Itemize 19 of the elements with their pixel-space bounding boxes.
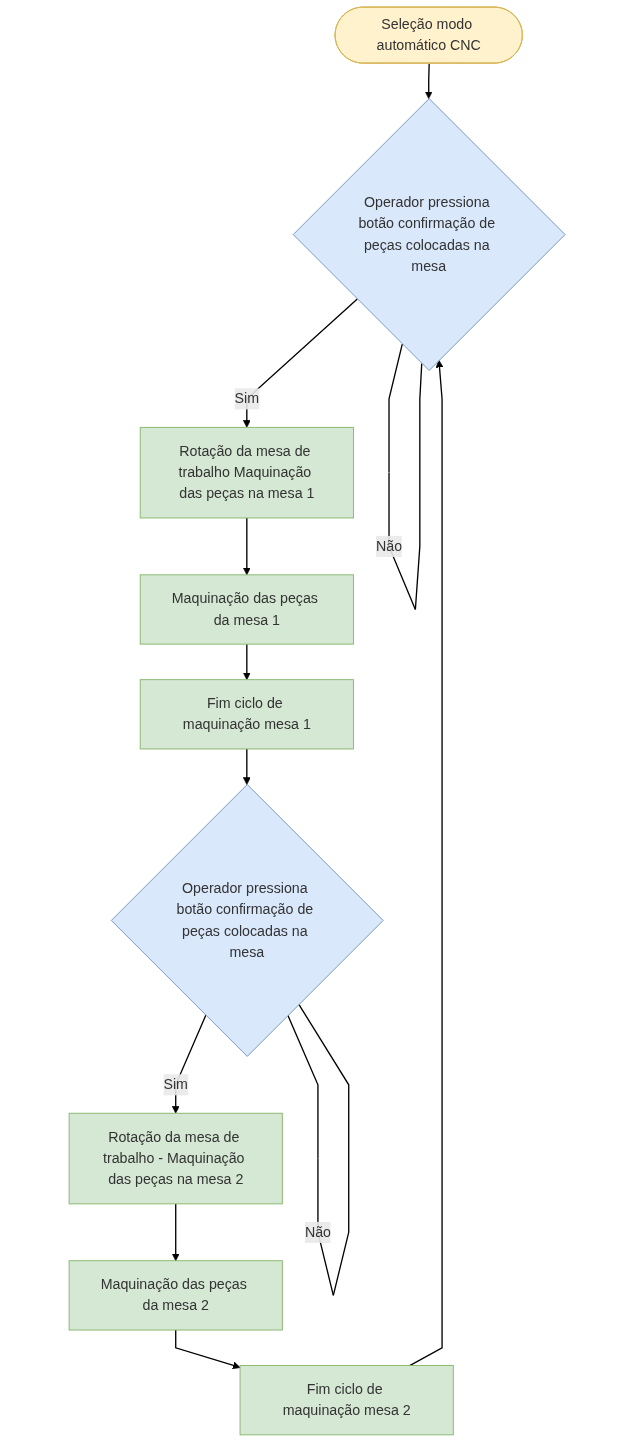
arrow (174, 1329, 241, 1370)
arrow (408, 359, 444, 1367)
node-box: Fim ciclo de maquinação mesa 2 (239, 1365, 454, 1436)
edge-label: Não (375, 538, 402, 554)
node-box: Fim ciclo de maquinação mesa 1 (139, 679, 354, 750)
edge-label: Não (304, 1224, 331, 1240)
node-diamond: Operador pressiona botão confirmação de peças colocadas na mesa (292, 98, 566, 371)
arrow (242, 643, 251, 681)
edge-label: Sim (234, 390, 259, 407)
node-box: Rotação da mesa de trabalho Maquinação das peças na mesa 1 (139, 426, 354, 519)
arrow (424, 62, 433, 99)
node-box: Maquinação das peças da mesa 2 (68, 1260, 283, 1331)
node-box: Maquinação das peças da mesa 1 (139, 574, 354, 645)
node-box: Rotação da mesa de trabalho - Maquinação das peças na mesa 2 (68, 1112, 283, 1205)
node-diamond: Operador pressiona botão confirmação de peças colocadas na mesa (110, 784, 384, 1057)
arrow (242, 748, 251, 785)
edge-label: Sim (163, 1076, 188, 1092)
arrow (171, 1203, 180, 1262)
arrow (242, 517, 251, 576)
